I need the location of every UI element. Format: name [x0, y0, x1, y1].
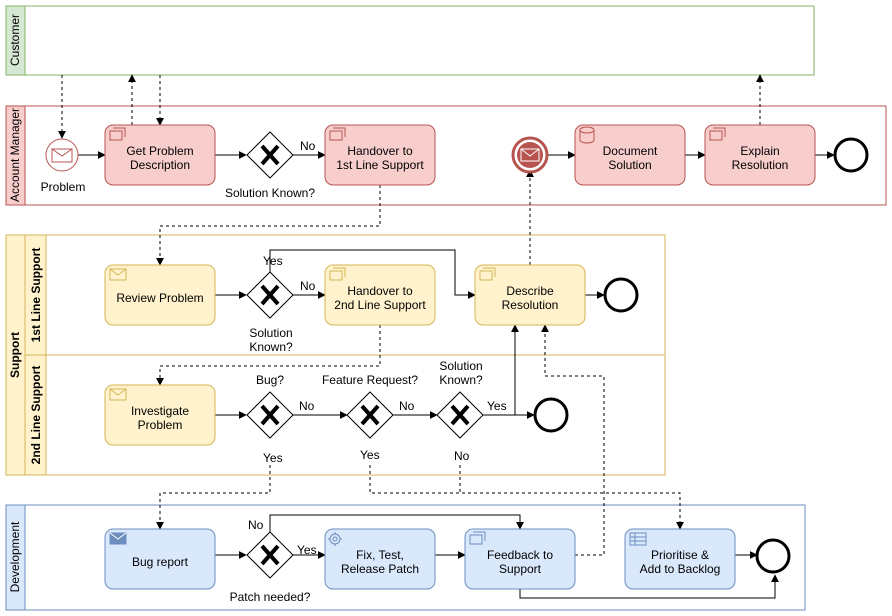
start-event-problem[interactable]: [45, 138, 79, 172]
task-label: Prioritise &: [651, 548, 709, 562]
task-label: Release Patch: [341, 562, 419, 576]
task-label: Problem: [138, 418, 183, 432]
gateway-solution-known-3[interactable]: [436, 391, 484, 439]
task-label: 2nd Line Support: [334, 298, 426, 312]
gateway-label: Solution Known?: [225, 186, 315, 200]
manual-task-icon: [329, 127, 346, 141]
flow-label-no: No: [454, 449, 470, 463]
gateway-solution-known-2[interactable]: [246, 271, 294, 319]
task-document-solution[interactable]: Document Solution: [574, 124, 686, 186]
task-bug-report[interactable]: Bug report: [104, 528, 216, 590]
flow-label-no: No: [399, 399, 415, 413]
task-review-problem[interactable]: Review Problem: [104, 264, 216, 326]
pool-customer: Customer: [5, 5, 815, 76]
task-label: Fix, Test,: [356, 548, 404, 562]
flow-label-yes: Yes: [263, 254, 283, 268]
task-label: Handover to: [347, 284, 413, 298]
table-icon: [629, 532, 647, 546]
manual-task-icon: [469, 531, 486, 545]
manual-task-icon: [709, 127, 726, 141]
task-label: Support: [499, 562, 542, 576]
gateway-patch-needed[interactable]: [246, 531, 294, 579]
task-label: Add to Backlog: [640, 562, 721, 576]
task-label: Explain: [740, 144, 779, 158]
pool-customer-label: Customer: [8, 14, 22, 66]
gateway-label: Feature Request?: [322, 373, 418, 387]
flow-labels: Solution Known? No Yes No Solution Known…: [225, 139, 507, 604]
flow-label-yes: Yes: [263, 451, 283, 465]
task-label: Document: [603, 144, 658, 158]
flow-label-no: No: [299, 399, 315, 413]
task-prioritise-backlog[interactable]: Prioritise & Add to Backlog: [624, 528, 736, 590]
flow-label-yes: Yes: [360, 448, 380, 462]
task-label: Get Problem: [126, 144, 193, 158]
database-icon: [579, 126, 595, 144]
task-label: Review Problem: [116, 291, 203, 305]
flow-label-no: No: [300, 279, 316, 293]
end-event[interactable]: [833, 137, 869, 173]
gateway-label: Solution: [439, 359, 482, 373]
task-fix-test-release[interactable]: Fix, Test, Release Patch: [324, 528, 436, 590]
task-explain-resolution[interactable]: Explain Resolution: [704, 124, 816, 186]
gateway-label: Known?: [439, 373, 483, 387]
pool-development-label: Development: [8, 521, 22, 592]
manual-task-icon: [479, 267, 496, 281]
task-describe-resolution[interactable]: Describe Resolution: [474, 264, 586, 326]
flow-label-no: No: [300, 139, 316, 153]
end-event[interactable]: [755, 538, 791, 574]
message-flows: [58, 74, 764, 556]
intermediate-message-event[interactable]: [511, 136, 549, 174]
task-label: Handover to: [347, 144, 413, 158]
task-label: Describe: [506, 284, 554, 298]
gateway-solution-known[interactable]: [246, 131, 294, 179]
pool-support-label: Support: [8, 332, 22, 378]
gateway-label: Patch needed?: [230, 590, 311, 604]
task-label: Resolution: [732, 158, 789, 172]
sequence-flows: [78, 151, 835, 599]
flow-label-yes: Yes: [297, 543, 317, 557]
envelope-icon: [109, 532, 127, 545]
task-investigate-problem[interactable]: Investigate Problem: [104, 384, 216, 446]
pool-account-manager-label: Account Manager: [8, 108, 22, 202]
gateway-label: Solution: [249, 326, 292, 340]
task-label: 1st Line Support: [336, 158, 424, 172]
envelope-icon: [109, 388, 127, 401]
gear-icon: [328, 532, 342, 546]
gateway-label: Known?: [249, 340, 293, 354]
manual-task-icon: [329, 267, 346, 281]
end-event[interactable]: [533, 397, 569, 433]
gateway-label: Bug?: [256, 373, 284, 387]
task-get-problem-description[interactable]: Get Problem Description: [104, 124, 216, 186]
task-label: Bug report: [132, 555, 189, 569]
task-label: Solution: [608, 158, 651, 172]
task-label: Investigate: [131, 404, 189, 418]
task-label: Resolution: [502, 298, 559, 312]
task-feedback-to-support[interactable]: Feedback to Support: [464, 528, 576, 590]
lane-1st-line-label: 1st Line Support: [29, 248, 43, 343]
end-event[interactable]: [603, 277, 639, 313]
envelope-icon: [109, 268, 127, 281]
flow-label-no: No: [248, 518, 264, 532]
manual-task-icon: [109, 127, 126, 141]
gateway-bug[interactable]: [246, 391, 294, 439]
problem-label: Problem: [41, 180, 86, 194]
task-label: Description: [130, 158, 190, 172]
task-label: Feedback to: [487, 548, 553, 562]
task-handover-1st-line[interactable]: Handover to 1st Line Support: [324, 124, 436, 186]
gateway-feature-request[interactable]: [346, 391, 394, 439]
task-handover-2nd-line[interactable]: Handover to 2nd Line Support: [324, 264, 436, 326]
lane-2nd-line-label: 2nd Line Support: [29, 366, 43, 465]
flow-label-yes: Yes: [487, 399, 507, 413]
